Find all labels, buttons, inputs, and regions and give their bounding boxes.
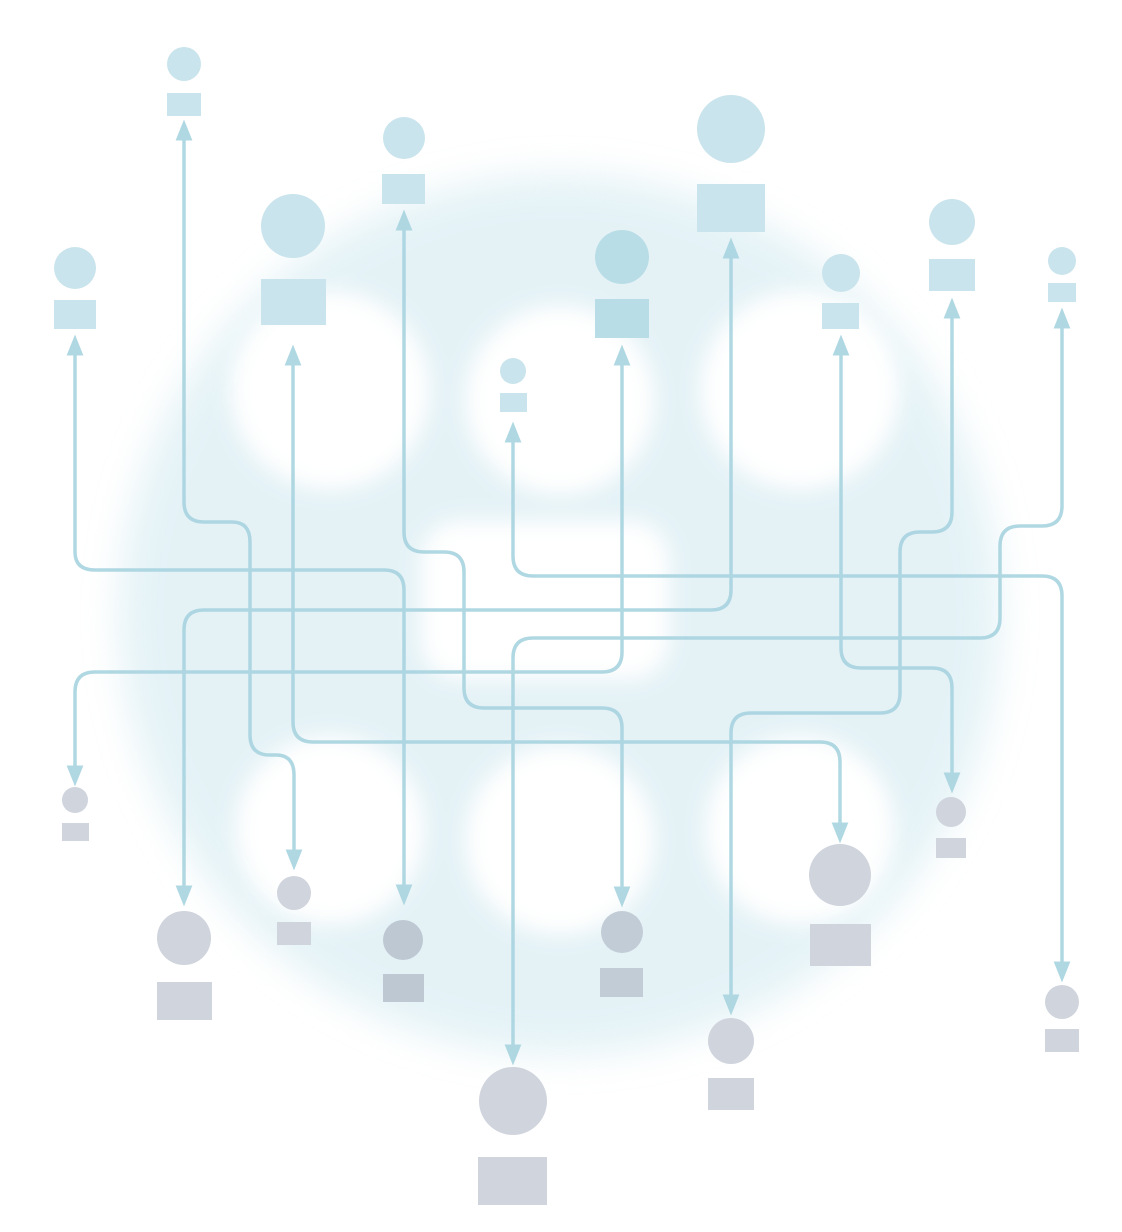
person-icon [936,797,966,858]
person-icon [54,247,96,329]
person-icon [478,1067,547,1205]
target-people [62,787,1079,1205]
person-icon [929,199,975,291]
person-icon [277,876,311,945]
person-icon [167,47,201,116]
person-icon [1045,985,1079,1052]
person-icon [600,911,643,997]
person-icon [62,787,89,841]
person-icon [1048,247,1076,302]
person-icon [809,844,871,966]
person-icon [595,230,649,338]
connector-10 [504,307,1071,1066]
source-people [54,47,1076,412]
person-icon [822,254,860,329]
connector-lines [66,119,1071,1066]
person-icon [500,358,527,412]
person-icon [697,95,765,232]
person-icon [383,920,424,1002]
person-icon [382,117,425,204]
person-icon [261,194,326,325]
person-icon [708,1018,754,1110]
network-backdrop [120,175,1000,1055]
person-icon [157,911,212,1020]
